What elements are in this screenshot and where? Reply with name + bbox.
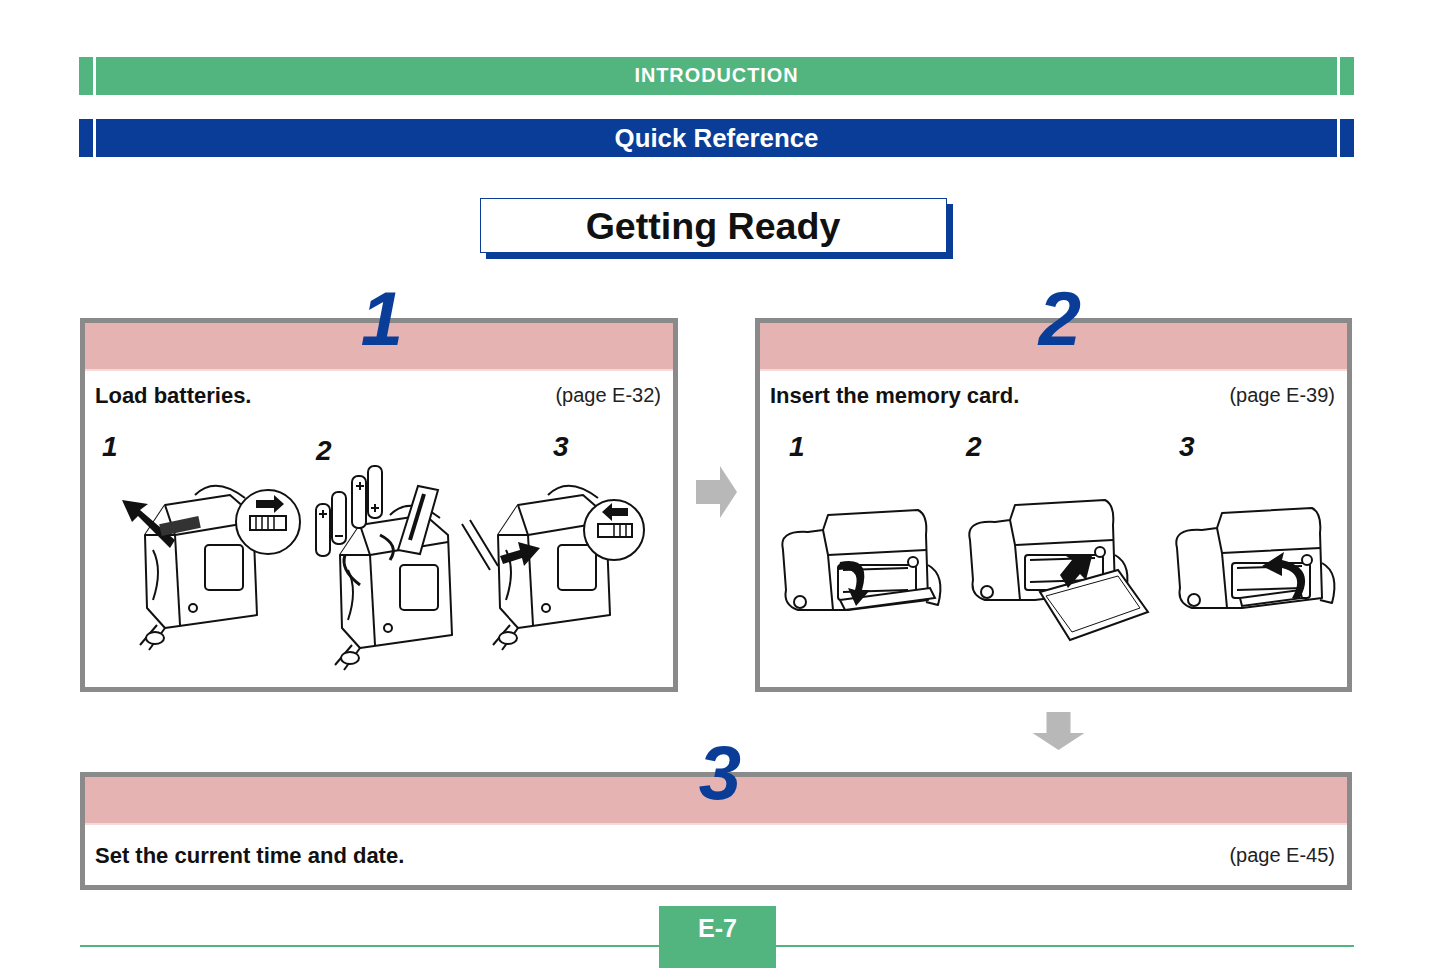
band-stripe [93,119,96,157]
flow-arrow [1033,712,1085,750]
step-panel: 2 Insert the memory card. (page E-39) [755,318,1352,692]
page-reference: (page E-32) [555,384,661,407]
page-reference: (page E-39) [1229,384,1335,407]
callout-number: 2 [966,433,982,461]
subsection-title: Quick Reference [79,124,1354,154]
switch-inset [236,490,300,554]
callout-number: 3 [1179,433,1195,461]
batteries [316,466,382,556]
insert-arrows [344,535,393,585]
heading-text: Getting Ready [481,205,945,248]
close-arrow [500,542,540,566]
battery-cover [159,516,201,536]
page-number: E-7 [659,914,776,943]
section-band: INTRODUCTION [79,57,1354,95]
step-heading: Insert the memory card. [770,383,1019,408]
band-stripe [93,57,96,95]
battery-cover-open [398,486,438,554]
band-stripe [1337,57,1340,95]
heading-box: Getting Ready [480,198,947,253]
close-arrow [1262,552,1305,598]
step-number: 1 [302,281,462,357]
insert-arrow [1060,556,1092,588]
flow-arrow [696,466,737,518]
step-heading: Set the current time and date. [95,843,404,868]
open-arrow [838,561,870,606]
callout-number: 1 [789,433,805,461]
camera-drawing [335,506,452,670]
page-number-box: E-7 [659,906,776,968]
band-stripe [1337,119,1340,157]
step-heading: Load batteries. [95,383,251,408]
callout-number: 1 [102,433,118,461]
subsection-band: Quick Reference [79,119,1354,157]
memory-card [1040,570,1148,640]
switch-inset [584,500,644,560]
camera-drawing [782,510,940,610]
step-panel: 3Set the current time and date.(page E-4… [80,772,1352,890]
callout-number: 3 [553,433,569,461]
step-panel: 1 Load batteries. (page E-32) [80,318,678,692]
section-title: INTRODUCTION [79,64,1354,87]
page-reference: (page E-45) [1229,844,1335,867]
step-number: 3 [640,735,800,811]
camera-drawing [1176,508,1334,608]
step-number: 2 [980,281,1140,357]
callout-number: 2 [316,437,332,465]
